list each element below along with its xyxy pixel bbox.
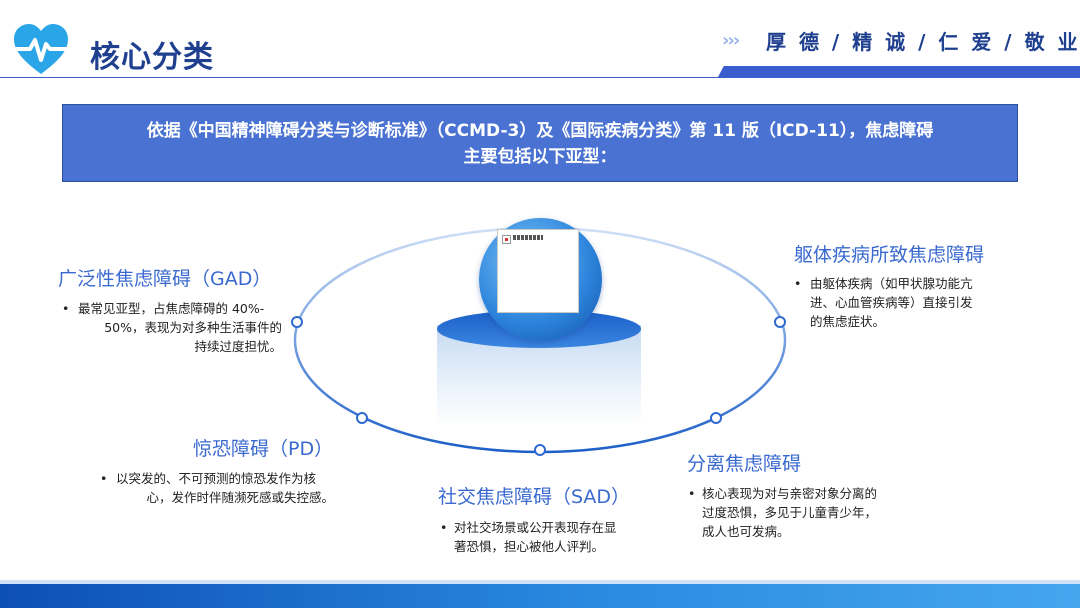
item-title-gad: 广泛性焦虑障碍（GAD）: [58, 268, 272, 290]
ring-node: [710, 412, 722, 424]
intro-line-2: 主要包括以下亚型：: [463, 147, 617, 167]
item-title-sad: 社交焦虑障碍（SAD）: [438, 486, 631, 508]
item-desc-pd: • 以突发的、不可预测的惊恐发作为核 心，发作时伴随濒死感或失控感。: [100, 471, 334, 505]
ring-node: [774, 316, 786, 328]
header-divider: [0, 77, 1080, 78]
motto: 厚 德 / 精 诚 / 仁 爱 / 敬 业: [766, 30, 1080, 54]
footer-bar: [0, 584, 1080, 608]
intro-line-1: 依据《中国精神障碍分类与诊断标准》（CCMD-3）及《国际疾病分类》第 11 版…: [146, 121, 934, 141]
broken-image-icon: [497, 229, 579, 313]
item-title-separation: 分离焦虑障碍: [687, 453, 802, 475]
ring-node: [356, 412, 368, 424]
page-title: 核心分类: [90, 40, 214, 75]
footer-highlight: [0, 580, 1080, 584]
intro-box: 依据《中国精神障碍分类与诊断标准》（CCMD-3）及《国际疾病分类》第 11 版…: [62, 104, 1018, 182]
chevron-decoration: ›››: [722, 30, 740, 51]
item-desc-sad: • 对社交场景或公开表现存在显 著恐惧，担心被他人评判。: [440, 520, 617, 554]
item-desc-separation: • 核心表现为对与亲密对象分离的 过度恐惧，多见于儿童青少年， 成人也可发病。: [688, 486, 878, 539]
item-desc-gad: • 最常见亚型，占焦虑障碍的 40%- 50%，表现为对多种生活事件的 持续过度…: [62, 301, 282, 354]
item-desc-somatic: • 由躯体疾病（如甲状腺功能亢 进、心血管疾病等）直接引发 的焦虑症状。: [794, 276, 973, 329]
ring-node: [291, 316, 303, 328]
header-accent-bar: [718, 66, 1080, 77]
item-title-pd: 惊恐障碍（PD）: [193, 438, 334, 460]
item-title-somatic: 躯体疾病所致焦虑障碍: [794, 244, 985, 266]
ring-node: [534, 444, 546, 456]
heart-pulse-icon: [14, 24, 68, 74]
